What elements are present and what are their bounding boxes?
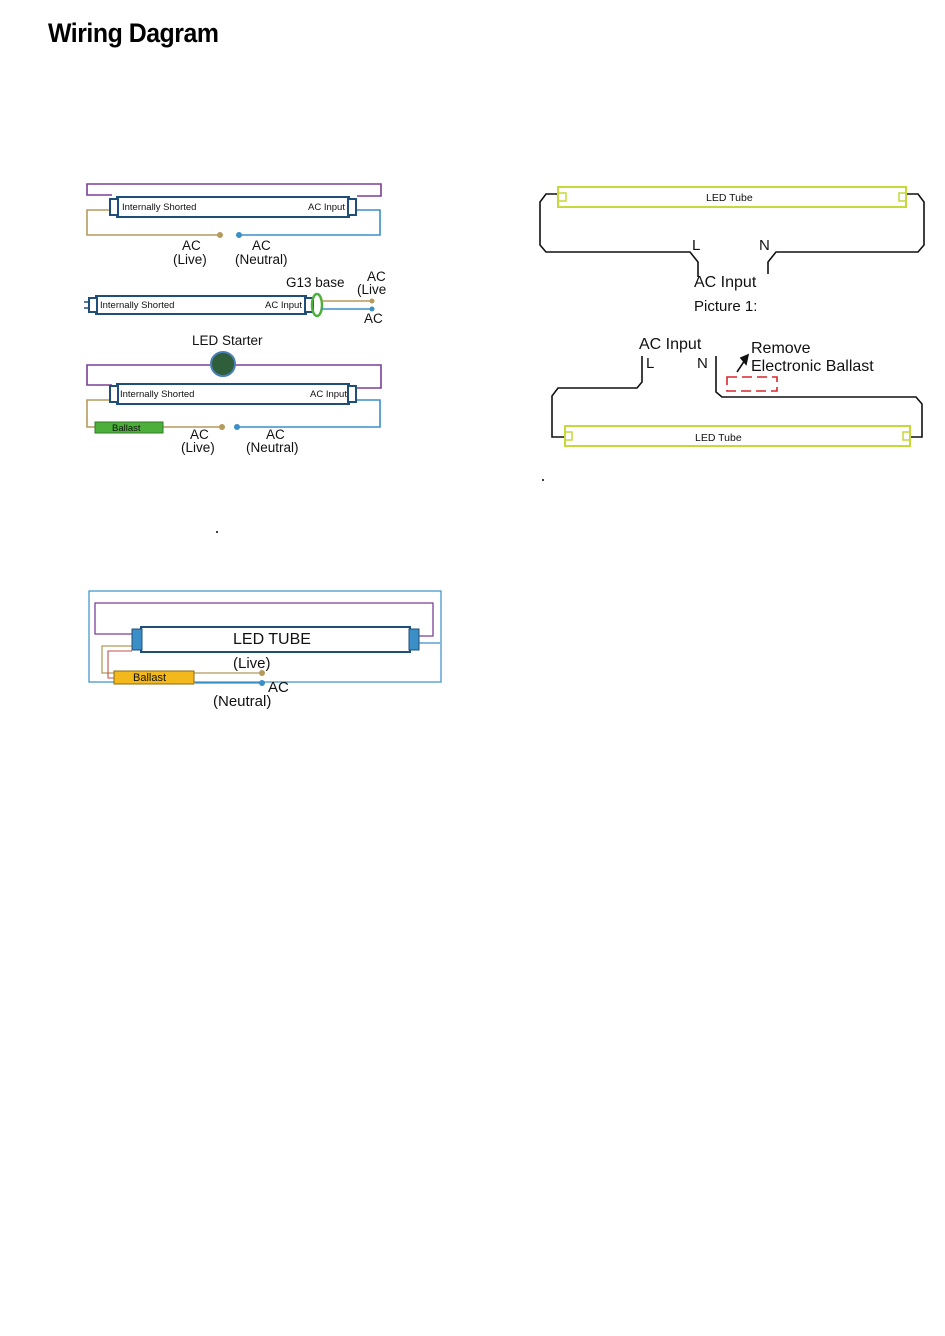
remove-label: Remove bbox=[751, 340, 811, 357]
live-terminal bbox=[219, 424, 225, 430]
g13-base-label: G13 base bbox=[286, 275, 345, 290]
diagram-led-tube-ballast: Ballast LED TUBE (Live) AC (Neutral) bbox=[88, 590, 442, 710]
tube-label: LED Tube bbox=[706, 192, 753, 204]
ballast-label: Ballast bbox=[133, 672, 166, 684]
tube-cap-left bbox=[131, 628, 143, 651]
tube-pin-left bbox=[559, 192, 567, 202]
black-wire-right bbox=[715, 356, 923, 438]
tube-label-left: Internally Shorted bbox=[100, 300, 174, 311]
live-label: (Live bbox=[357, 282, 386, 297]
live-label: (Live) bbox=[233, 655, 271, 672]
outer-frame bbox=[88, 590, 442, 683]
arrow-icon bbox=[736, 353, 750, 373]
neutral-label: (Neutral) bbox=[235, 252, 288, 267]
live-terminal bbox=[259, 670, 265, 676]
tube-cap-left bbox=[109, 198, 119, 216]
tube-label-right: AC Input bbox=[265, 300, 302, 311]
page-title: Wiring Dagram bbox=[48, 18, 219, 48]
neutral-terminal bbox=[234, 424, 240, 430]
tube-body bbox=[557, 186, 907, 208]
live-label: (Live) bbox=[173, 252, 207, 267]
diagram-internally-shorted: Internally Shorted AC Input AC (Live) AC… bbox=[86, 183, 382, 267]
diagram-led-starter-ballast: LED Starter Ballast Internally Shorted A… bbox=[86, 333, 382, 455]
picture-caption: Picture 1: bbox=[694, 298, 757, 315]
tube-cap-left bbox=[88, 297, 98, 313]
n-label: N bbox=[697, 355, 708, 372]
neutral-label: (Neutral) bbox=[213, 693, 271, 710]
tube-label-left: Internally Shorted bbox=[122, 202, 196, 213]
ac-neutral-label: AC bbox=[266, 427, 285, 442]
neutral-label: (Neutral) bbox=[246, 440, 299, 455]
picture1-direct-wire: LED Tube L N AC Input Picture 1: bbox=[539, 186, 925, 315]
purple-wire bbox=[94, 602, 434, 637]
tube-pin-right bbox=[902, 431, 910, 441]
l-label: L bbox=[646, 355, 654, 372]
tube-label: LED Tube bbox=[695, 432, 742, 444]
tube-cap-right bbox=[347, 385, 357, 403]
tube-pin-right bbox=[898, 192, 906, 202]
black-wire-left bbox=[539, 193, 699, 277]
tube-label-left: Internally Shorted bbox=[120, 389, 194, 400]
tan-wire-live bbox=[86, 209, 219, 236]
neutral-terminal bbox=[259, 680, 265, 686]
ac-label: AC bbox=[268, 679, 289, 696]
red-wire bbox=[107, 650, 132, 679]
live-terminal bbox=[369, 298, 375, 304]
led-starter bbox=[210, 351, 236, 377]
removed-ballast-box bbox=[726, 376, 778, 392]
black-wire-left bbox=[551, 356, 643, 438]
g13-base-ring bbox=[310, 292, 324, 318]
electronic-ballast-label: Electronic Ballast bbox=[751, 358, 874, 375]
tube-label: LED TUBE bbox=[233, 631, 311, 648]
tube-cap-left bbox=[109, 385, 119, 403]
stray-dot bbox=[216, 531, 218, 533]
purple-wire bbox=[86, 183, 382, 197]
ballast-box bbox=[113, 670, 195, 685]
tube-cap-right bbox=[347, 198, 357, 216]
black-wire-right bbox=[767, 193, 925, 274]
stray-dot bbox=[542, 479, 544, 481]
diagram-g13-base: Internally Shorted AC Input G13 base AC … bbox=[84, 269, 386, 326]
picture2-remove-ballast: AC Input L N Remove Electronic Ballast L… bbox=[551, 336, 923, 447]
ac-input-label: AC Input bbox=[694, 274, 757, 291]
ac-live-label: AC bbox=[190, 427, 209, 442]
tube-pin-left bbox=[565, 431, 573, 441]
ac-live-label: AC bbox=[182, 238, 201, 253]
blue-wire-neutral bbox=[240, 209, 381, 236]
ac-neutral-label: AC bbox=[252, 238, 271, 253]
live-terminal bbox=[217, 232, 223, 238]
ballast-label: Ballast bbox=[112, 423, 141, 434]
tube-cap-right bbox=[408, 628, 420, 651]
l-label: L bbox=[692, 237, 700, 254]
tube-label-right: AC Input bbox=[310, 389, 347, 400]
live-label: (Live) bbox=[181, 440, 215, 455]
ac-top-label: AC bbox=[367, 269, 386, 284]
blue-wire-neutral bbox=[238, 399, 381, 428]
tube-body bbox=[564, 425, 911, 447]
led-starter-label: LED Starter bbox=[192, 333, 263, 348]
ac-bottom-label: AC bbox=[364, 311, 383, 326]
neutral-terminal bbox=[369, 306, 375, 312]
ballast-box bbox=[94, 421, 164, 434]
blue-wire-neutral bbox=[195, 642, 440, 684]
tube-label-right: AC Input bbox=[308, 202, 345, 213]
ac-input-label: AC Input bbox=[639, 336, 702, 353]
neutral-terminal bbox=[236, 232, 242, 238]
n-label: N bbox=[759, 237, 770, 254]
